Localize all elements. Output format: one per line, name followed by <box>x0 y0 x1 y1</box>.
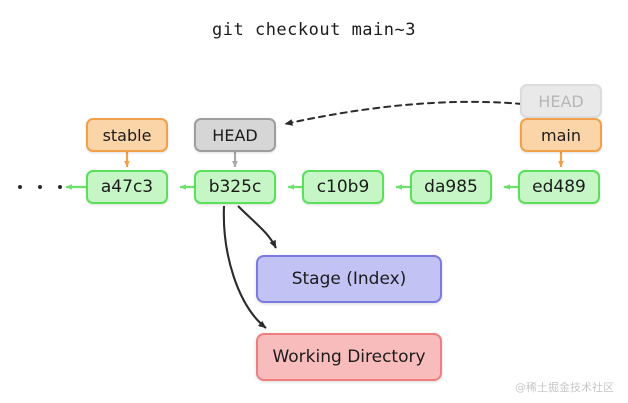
ref-label-head-active[interactable]: HEAD <box>194 118 276 152</box>
ellipsis-dot <box>18 185 22 189</box>
arrow-commit-to-working-directory <box>222 205 267 329</box>
commit-node-c10b9[interactable]: c10b9 <box>302 170 384 204</box>
arrow-commit-to-stage <box>237 205 277 249</box>
commit-label: ed489 <box>532 177 586 197</box>
ellipsis-dot <box>38 185 42 189</box>
commit-node-b325c[interactable]: b325c <box>194 170 276 204</box>
commit-label: a47c3 <box>100 177 154 197</box>
ref-text: stable <box>102 125 152 145</box>
watermark: @稀土掘金技术社区 <box>515 381 614 394</box>
commit-label: b325c <box>208 177 262 197</box>
working-directory-box[interactable]: Working Directory <box>256 333 442 381</box>
commit-label: da985 <box>424 177 478 197</box>
commit-node-a47c3[interactable]: a47c3 <box>86 170 168 204</box>
working-directory-label: Working Directory <box>272 347 426 367</box>
history-ellipsis <box>18 176 62 198</box>
commit-node-ed489[interactable]: ed489 <box>518 170 600 204</box>
commit-node-da985[interactable]: da985 <box>410 170 492 204</box>
ref-text: main <box>541 125 581 145</box>
arrow-head-move-dashed <box>284 100 523 126</box>
ref-text: HEAD <box>212 125 258 145</box>
stage-label: Stage (Index) <box>291 269 407 289</box>
ref-text: HEAD <box>538 91 584 111</box>
page-title: git checkout main~3 <box>212 20 416 40</box>
ellipsis-dot <box>58 185 62 189</box>
ref-label-stable[interactable]: stable <box>86 118 168 152</box>
ref-label-main[interactable]: main <box>520 118 602 152</box>
commit-label: c10b9 <box>316 177 370 197</box>
stage-index-box[interactable]: Stage (Index) <box>256 255 442 303</box>
ref-label-head-ghost: HEAD <box>520 84 602 118</box>
